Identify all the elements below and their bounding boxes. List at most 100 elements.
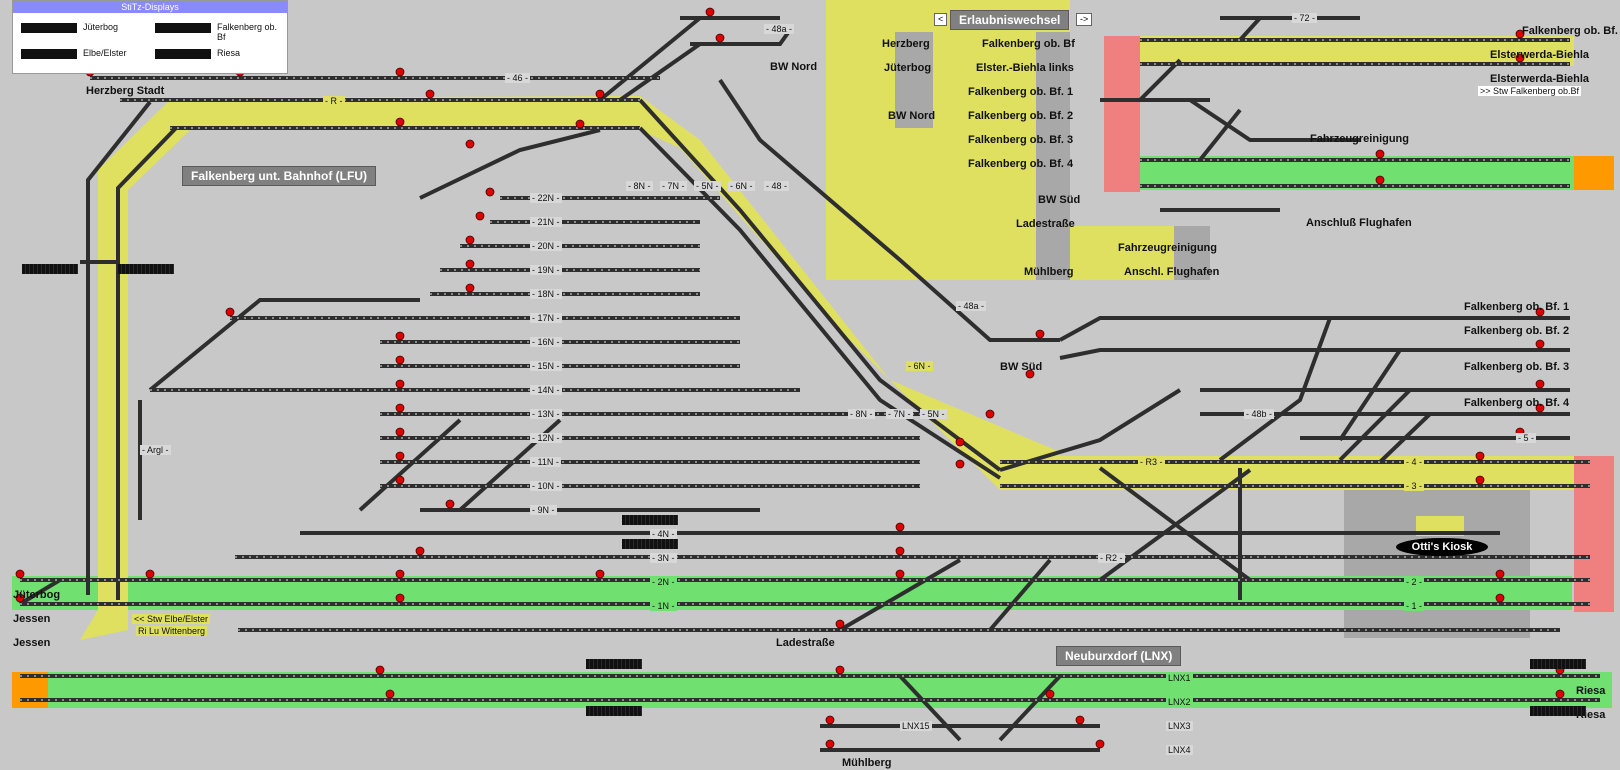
signal-icon[interactable] [1535, 339, 1545, 349]
signal-icon[interactable] [385, 689, 395, 699]
erl-left-bw-nord[interactable]: BW Nord [888, 110, 936, 122]
signal-icon[interactable] [705, 7, 715, 17]
signal-icon[interactable] [395, 475, 405, 485]
signal-icon[interactable] [985, 409, 995, 419]
signal-icon[interactable] [15, 593, 25, 603]
signal-icon[interactable] [835, 619, 845, 629]
stitz-display [118, 264, 174, 274]
stw-elbe-label: << Stw Elbe/Elster [132, 614, 211, 624]
signal-icon[interactable] [895, 546, 905, 556]
signal-icon[interactable] [1475, 475, 1485, 485]
signal-icon[interactable] [1555, 689, 1565, 699]
signal-icon[interactable] [895, 522, 905, 532]
signal-icon[interactable] [955, 459, 965, 469]
signal-icon[interactable] [1515, 53, 1525, 63]
erl-left-herzberg[interactable]: Herzberg [882, 38, 930, 50]
signal-icon[interactable] [395, 451, 405, 461]
signal-icon[interactable] [1095, 739, 1105, 749]
track-label: - 8N - [848, 409, 875, 419]
erlaubnis-right-button[interactable]: -> [1076, 13, 1093, 26]
signal-icon[interactable] [425, 89, 435, 99]
signal-icon[interactable] [485, 187, 495, 197]
signal-icon[interactable] [145, 569, 155, 579]
signal-icon[interactable] [825, 739, 835, 749]
erl-right-fob3[interactable]: Falkenberg ob. Bf. 3 [968, 134, 1074, 146]
signal-icon[interactable] [395, 355, 405, 365]
signal-icon[interactable] [465, 139, 475, 149]
signal-icon[interactable] [415, 546, 425, 556]
erl-right-elster[interactable]: Elster.-Biehla links [976, 62, 1074, 74]
erlaubnis-gray-extra [1174, 226, 1210, 280]
signal-icon[interactable] [225, 307, 235, 317]
station-fob-1: Falkenberg ob. Bf. 1 [1464, 301, 1570, 313]
legend-item-juterbog: Jüterbog [83, 22, 119, 32]
track-label: - 4 - [1404, 457, 1425, 467]
legend-display-4 [155, 49, 211, 59]
signal-icon[interactable] [895, 569, 905, 579]
track-label: - 18N - [530, 289, 562, 299]
signal-icon[interactable] [955, 437, 965, 447]
erlaubnis-gray-right [1036, 32, 1070, 280]
erl-right-fob1[interactable]: Falkenberg ob. Bf. 1 [968, 86, 1074, 98]
erl-right-bw-sud[interactable]: BW Süd [1038, 194, 1081, 206]
signal-icon[interactable] [465, 283, 475, 293]
signal-icon[interactable] [1535, 379, 1545, 389]
station-fob: Falkenberg ob. Bf. [1522, 25, 1618, 37]
signal-icon[interactable] [1495, 569, 1505, 579]
signal-icon[interactable] [595, 569, 605, 579]
erl-right-fob[interactable]: Falkenberg ob. Bf [982, 38, 1075, 50]
station-bw-nord: BW Nord [770, 61, 818, 73]
erl-extra-flughafen[interactable]: Anschl. Flughafen [1124, 266, 1220, 278]
signal-icon[interactable] [1025, 369, 1035, 379]
erl-right-muhlberg[interactable]: Mühlberg [1024, 266, 1074, 278]
kiosk-label: Otti's Kiosk [1396, 538, 1488, 556]
track-label: - R - [323, 96, 345, 106]
legend-item-falkenberg: Falkenberg ob. Bf [217, 22, 278, 42]
signal-icon[interactable] [1075, 715, 1085, 725]
erl-extra-fahrzeug[interactable]: Fahrzeugreinigung [1118, 242, 1217, 254]
track-label: - 5N - [694, 181, 721, 191]
erl-right-fob4[interactable]: Falkenberg ob. Bf. 4 [968, 158, 1074, 170]
signal-icon[interactable] [395, 569, 405, 579]
erl-right-fob2[interactable]: Falkenberg ob. Bf. 2 [968, 110, 1074, 122]
signal-icon[interactable] [395, 593, 405, 603]
signal-icon[interactable] [375, 665, 385, 675]
signal-icon[interactable] [395, 117, 405, 127]
erl-right-ladestrasse[interactable]: Ladestraße [1016, 218, 1075, 230]
signal-icon[interactable] [465, 259, 475, 269]
signal-icon[interactable] [1535, 403, 1545, 413]
track-label: - 3N - [650, 553, 677, 563]
stw-fob-label: >> Stw Falkenberg ob.Bf [1478, 86, 1582, 96]
signal-icon[interactable] [475, 211, 485, 221]
signal-icon[interactable] [1515, 29, 1525, 39]
erlaubnis-left-button[interactable]: < [934, 13, 948, 26]
erl-left-juterbog[interactable]: Jüterbog [884, 62, 932, 74]
signal-icon[interactable] [395, 67, 405, 77]
track-label: - 15N - [530, 361, 562, 371]
signal-icon[interactable] [1035, 329, 1045, 339]
signal-icon[interactable] [395, 427, 405, 437]
signal-icon[interactable] [1475, 451, 1485, 461]
signal-icon[interactable] [395, 379, 405, 389]
signal-icon[interactable] [395, 331, 405, 341]
signal-icon[interactable] [825, 715, 835, 725]
signal-icon[interactable] [15, 569, 25, 579]
signal-icon[interactable] [1375, 149, 1385, 159]
signal-icon[interactable] [445, 499, 455, 509]
signal-icon[interactable] [1535, 307, 1545, 317]
signal-icon[interactable] [715, 33, 725, 43]
signal-icon[interactable] [595, 89, 605, 99]
station-jessen-1: Jessen [13, 613, 51, 625]
track-label: - 14N - [530, 385, 562, 395]
fob-orange-zone [1574, 156, 1614, 190]
stitz-display [1530, 706, 1586, 716]
track-label: - 2N - [650, 577, 677, 587]
signal-icon[interactable] [395, 403, 405, 413]
signal-icon[interactable] [575, 119, 585, 129]
signal-icon[interactable] [835, 665, 845, 675]
signal-icon[interactable] [1375, 175, 1385, 185]
signal-icon[interactable] [1495, 593, 1505, 603]
signal-icon[interactable] [1045, 689, 1055, 699]
track-label: - 22N - [530, 193, 562, 203]
signal-icon[interactable] [465, 235, 475, 245]
